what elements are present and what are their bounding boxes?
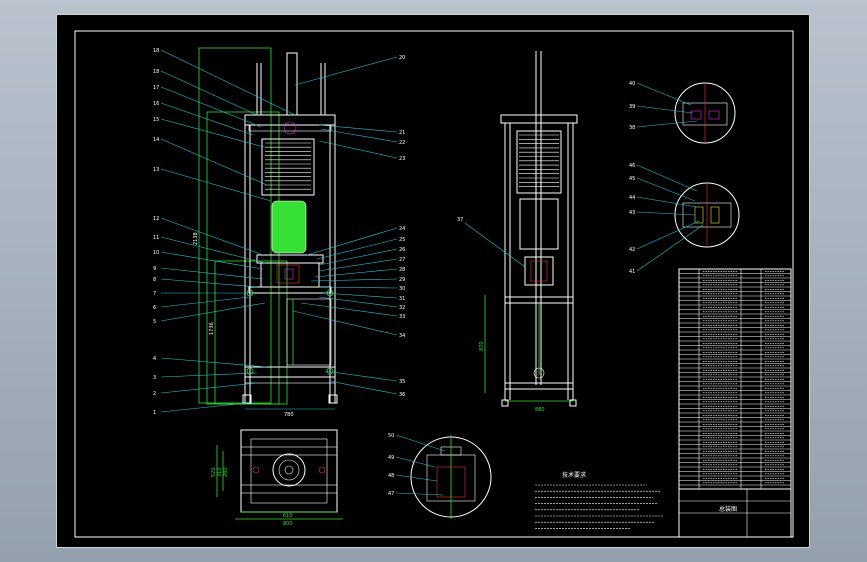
callout-2: 2 bbox=[153, 391, 156, 397]
callout-42: 42 bbox=[629, 247, 635, 253]
callout-34: 34 bbox=[399, 333, 405, 339]
callout-43: 43 bbox=[629, 210, 635, 216]
callout-37: 37 bbox=[457, 217, 463, 223]
callout-47: 47 bbox=[388, 491, 394, 497]
dim-plan-depth-b: 310 bbox=[217, 467, 223, 477]
callout-8: 8 bbox=[153, 277, 156, 283]
callout-49: 49 bbox=[388, 455, 394, 461]
callout-1: 1 bbox=[153, 410, 156, 416]
cad-drawing-canvas: 780 2138 1736 18181716151413121110987654… bbox=[74, 30, 794, 538]
callout-25: 25 bbox=[399, 237, 405, 243]
callout-40: 40 bbox=[629, 81, 635, 87]
front-view: 780 2138 1736 bbox=[193, 47, 338, 418]
callout-23: 23 bbox=[399, 156, 405, 162]
callout-35: 35 bbox=[399, 379, 405, 385]
detail-top bbox=[674, 82, 736, 144]
callout-11: 11 bbox=[153, 235, 159, 241]
callout-20: 20 bbox=[399, 55, 405, 61]
dim-plan-width-a: 610 bbox=[283, 513, 293, 519]
callout-45: 45 bbox=[629, 176, 635, 182]
callout-4: 4 bbox=[153, 356, 156, 362]
callout-15: 15 bbox=[153, 117, 159, 123]
title-block: 总装图 bbox=[678, 268, 792, 538]
callout-5: 5 bbox=[153, 319, 156, 325]
callout-18: 18 bbox=[153, 48, 159, 54]
callout-27: 27 bbox=[399, 257, 405, 263]
drawing-name: 总装图 bbox=[719, 505, 737, 513]
callout-36: 36 bbox=[399, 392, 405, 398]
dim-side-lower: 870 bbox=[479, 341, 485, 351]
callout-31: 31 bbox=[399, 296, 405, 302]
callout-24: 24 bbox=[399, 226, 405, 232]
dim-plan-depth-c: 520 bbox=[211, 467, 217, 477]
callout-12: 12 bbox=[153, 216, 159, 222]
cylinder-body bbox=[271, 200, 307, 254]
callout-14: 14 bbox=[153, 137, 159, 143]
callout-33: 33 bbox=[399, 314, 405, 320]
callout-7: 7 bbox=[153, 291, 156, 297]
callout-22: 22 bbox=[399, 140, 405, 146]
plan-view: 610 800 520 310 280 bbox=[211, 429, 343, 527]
technical-notes: 技术要求 bbox=[535, 471, 663, 529]
dim-front-height: 2138 bbox=[193, 232, 199, 245]
callout-38: 38 bbox=[629, 125, 635, 131]
dim-front-width: 780 bbox=[284, 412, 294, 418]
notes-title: 技术要求 bbox=[562, 471, 586, 479]
callout-13: 13 bbox=[153, 167, 159, 173]
detail-mid bbox=[674, 182, 740, 248]
callout-3: 3 bbox=[153, 375, 156, 381]
callout-17: 17 bbox=[153, 85, 159, 91]
side-view: 880 870 37 bbox=[457, 51, 578, 413]
dim-plan-width-b: 800 bbox=[283, 521, 293, 527]
callout-50: 50 bbox=[388, 433, 394, 439]
callout-10: 10 bbox=[153, 250, 159, 256]
callout-46: 46 bbox=[629, 163, 635, 169]
dim-front-lower: 1736 bbox=[209, 322, 215, 335]
callout-16: 16 bbox=[153, 101, 159, 107]
detail-bottom bbox=[410, 435, 492, 519]
callout-48: 48 bbox=[388, 473, 394, 479]
callout-9: 9 bbox=[153, 266, 156, 272]
callout-18: 18 bbox=[153, 69, 159, 75]
callout-41: 41 bbox=[629, 269, 635, 275]
callout-6: 6 bbox=[153, 305, 156, 311]
callout-21: 21 bbox=[399, 130, 405, 136]
drawing-border bbox=[74, 30, 794, 538]
front-callouts: 1818171615141312111098765432120212223242… bbox=[153, 48, 405, 416]
callout-44: 44 bbox=[629, 195, 635, 201]
callout-32: 32 bbox=[399, 305, 405, 311]
callout-26: 26 bbox=[399, 247, 405, 253]
dim-side-width: 880 bbox=[535, 407, 545, 413]
callout-28: 28 bbox=[399, 267, 405, 273]
callout-29: 29 bbox=[399, 277, 405, 283]
dim-plan-depth-a: 280 bbox=[223, 467, 229, 477]
callout-30: 30 bbox=[399, 286, 405, 292]
callout-39: 39 bbox=[629, 104, 635, 110]
